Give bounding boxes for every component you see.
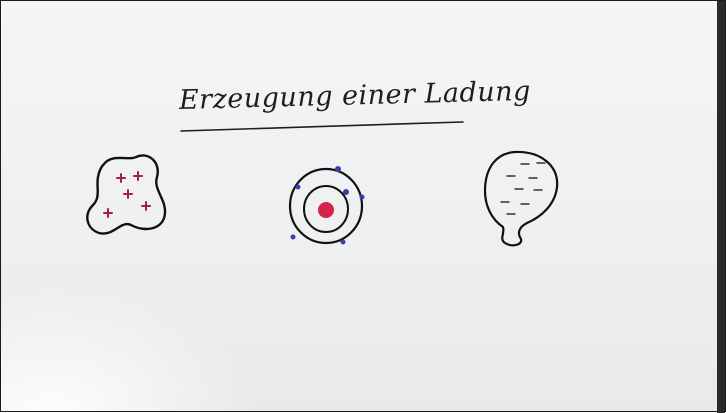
atom-model bbox=[290, 166, 365, 245]
minus-signs bbox=[501, 163, 545, 214]
electron bbox=[296, 185, 301, 190]
electron bbox=[335, 166, 341, 172]
right-edge-bar bbox=[717, 1, 725, 413]
electron bbox=[341, 240, 346, 245]
positive-charge-blob bbox=[87, 155, 165, 233]
electron bbox=[291, 235, 296, 240]
electron bbox=[343, 189, 349, 195]
electron bbox=[360, 195, 365, 200]
plus-sign bbox=[117, 174, 125, 182]
plus-signs bbox=[104, 172, 150, 217]
plus-sign bbox=[104, 209, 112, 217]
title-underline bbox=[181, 122, 463, 131]
plus-sign bbox=[124, 190, 132, 198]
plus-sign bbox=[134, 172, 142, 180]
nucleus bbox=[318, 202, 334, 218]
negative-charge-balloon bbox=[485, 152, 557, 245]
plus-sign bbox=[142, 202, 150, 210]
